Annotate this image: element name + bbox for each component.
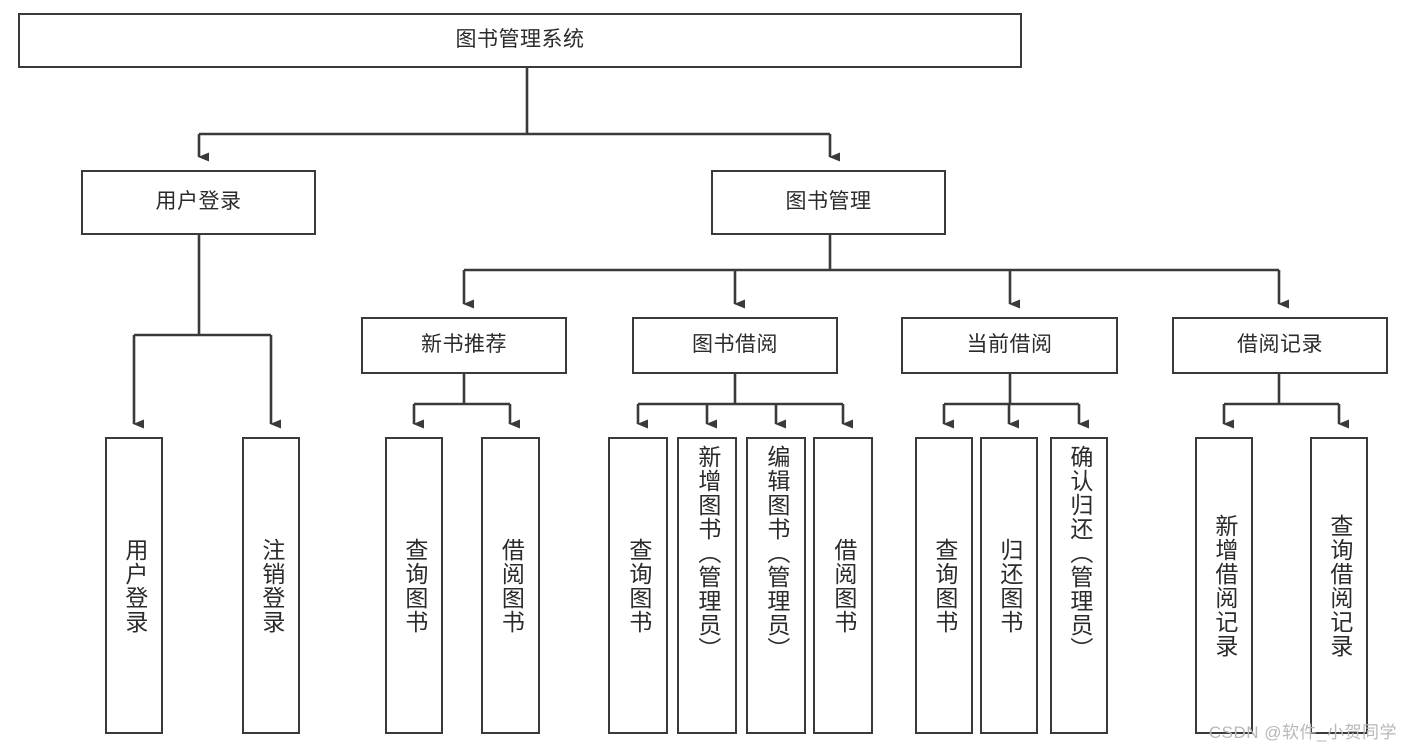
- node-new-book-rec-label: 新书推荐: [421, 333, 507, 357]
- leaf-user-login-label: 用户登录: [121, 537, 148, 634]
- node-book-manage[interactable]: 图书管理: [711, 170, 946, 235]
- node-user-login-label: 用户登录: [155, 190, 242, 214]
- leaf-query-book-1[interactable]: 查询图书: [385, 437, 443, 734]
- leaf-query-book-2-label: 查询图书: [625, 537, 652, 634]
- leaf-borrow-book-1-label: 借阅图书: [498, 537, 525, 634]
- node-book-borrow-label: 图书借阅: [692, 333, 778, 357]
- leaf-edit-book[interactable]: 编辑图书（管理员）: [746, 437, 806, 734]
- leaf-logout-label: 注销登录: [258, 537, 285, 634]
- leaf-edit-book-label: 编辑图书（管理员）: [763, 445, 790, 661]
- leaf-borrow-book-2-label: 借阅图书: [830, 537, 857, 634]
- leaf-query-book-2[interactable]: 查询图书: [608, 437, 668, 734]
- leaf-borrow-book-2[interactable]: 借阅图书: [813, 437, 873, 734]
- leaf-query-book-3[interactable]: 查询图书: [915, 437, 973, 734]
- node-user-login[interactable]: 用户登录: [81, 170, 316, 235]
- leaf-return-book[interactable]: 归还图书: [980, 437, 1038, 734]
- node-book-borrow[interactable]: 图书借阅: [632, 317, 838, 374]
- leaf-confirm-return[interactable]: 确认归还（管理员）: [1050, 437, 1108, 734]
- leaf-logout[interactable]: 注销登录: [242, 437, 300, 734]
- leaf-user-login[interactable]: 用户登录: [105, 437, 163, 734]
- node-current-borrow-label: 当前借阅: [966, 333, 1053, 357]
- leaf-add-record-label: 新增借阅记录: [1211, 513, 1238, 658]
- node-borrow-record[interactable]: 借阅记录: [1172, 317, 1388, 374]
- node-root-label: 图书管理系统: [455, 28, 585, 52]
- node-new-book-rec[interactable]: 新书推荐: [361, 317, 567, 374]
- leaf-query-book-1-label: 查询图书: [401, 537, 428, 634]
- node-current-borrow[interactable]: 当前借阅: [901, 317, 1118, 374]
- leaf-borrow-book-1[interactable]: 借阅图书: [481, 437, 540, 734]
- node-book-manage-label: 图书管理: [785, 190, 872, 214]
- leaf-query-book-3-label: 查询图书: [931, 537, 958, 634]
- leaf-add-record[interactable]: 新增借阅记录: [1195, 437, 1253, 734]
- leaf-add-book-label: 新增图书（管理员）: [694, 445, 721, 661]
- leaf-return-book-label: 归还图书: [996, 537, 1023, 634]
- leaf-confirm-return-label: 确认归还（管理员）: [1066, 445, 1093, 661]
- leaf-query-record[interactable]: 查询借阅记录: [1310, 437, 1368, 734]
- node-root[interactable]: 图书管理系统: [18, 13, 1022, 68]
- leaf-query-record-label: 查询借阅记录: [1326, 513, 1353, 658]
- node-borrow-record-label: 借阅记录: [1237, 333, 1323, 357]
- leaf-add-book[interactable]: 新增图书（管理员）: [677, 437, 737, 734]
- watermark-text: CSDN @软件_小贺同学: [1208, 723, 1397, 742]
